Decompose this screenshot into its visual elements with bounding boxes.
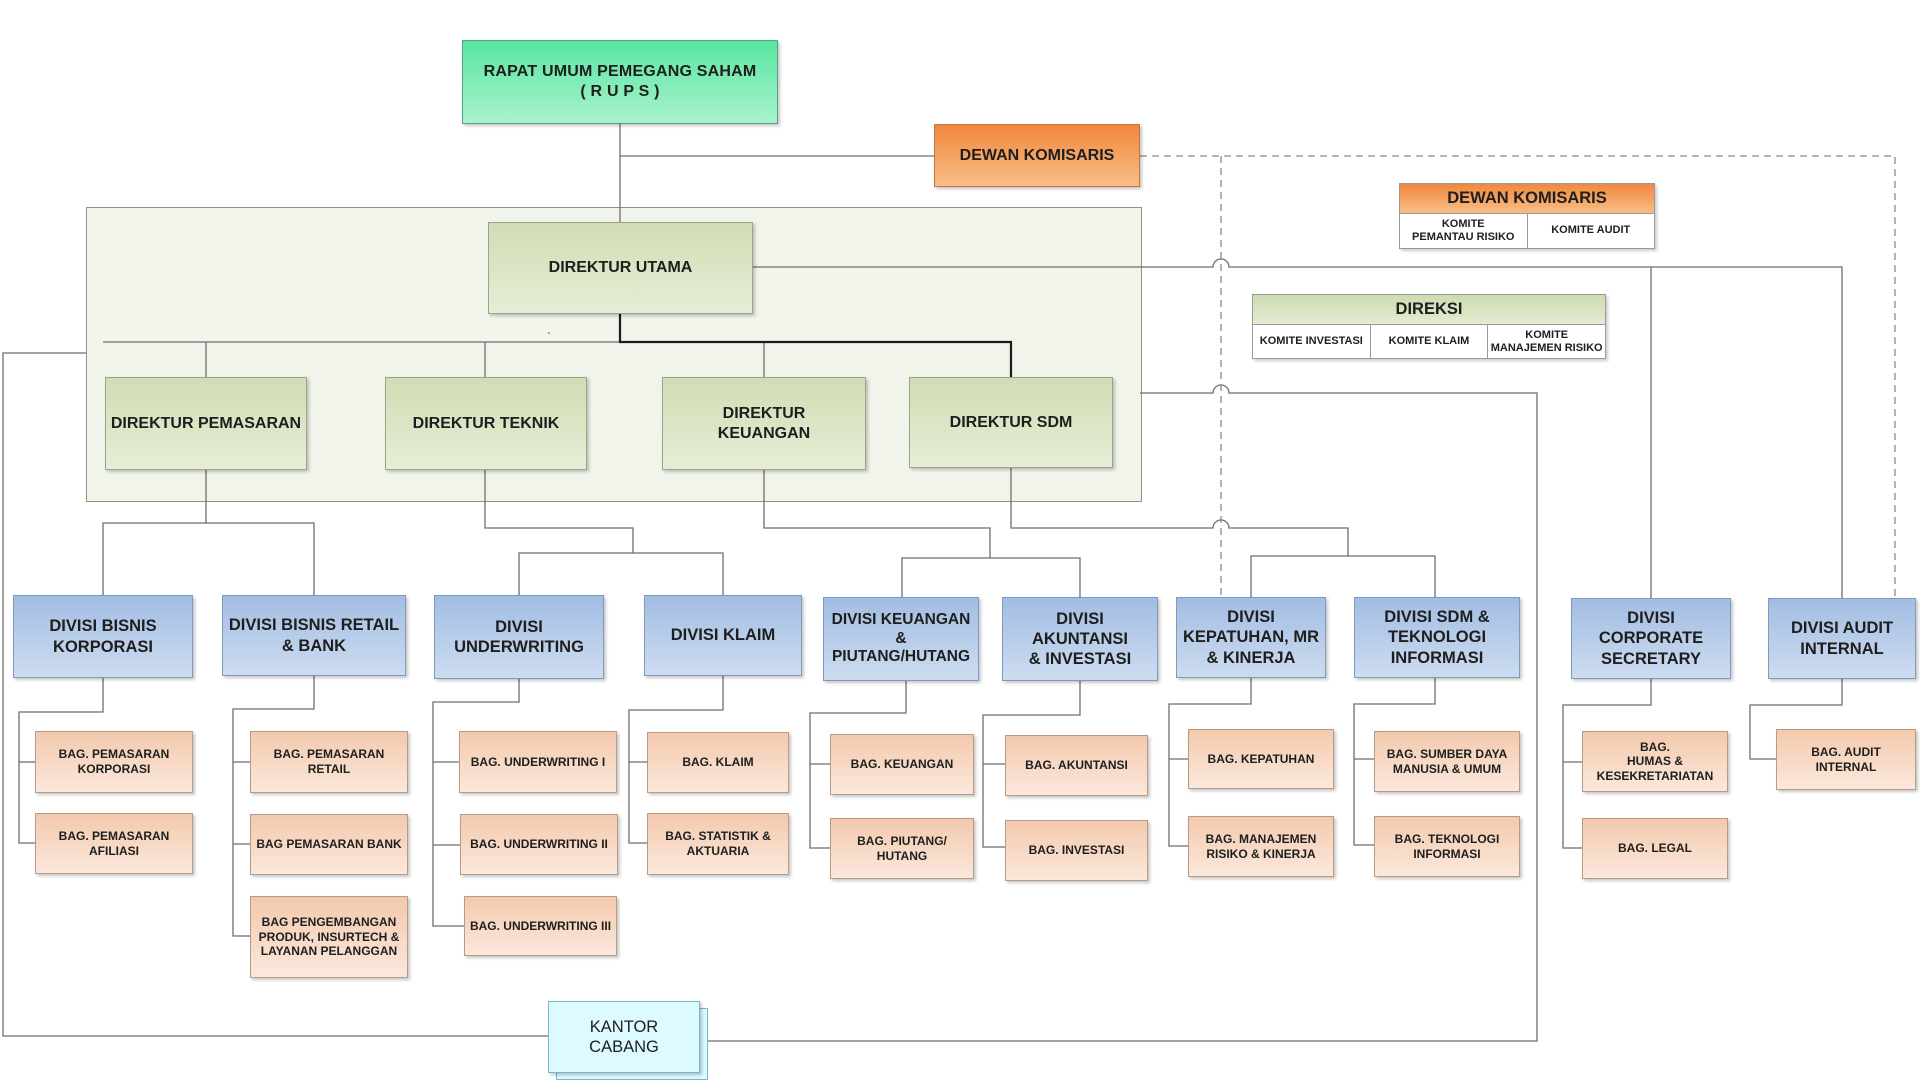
divisi-audit-internal-box: DIVISI AUDIT INTERNAL [1768,598,1916,679]
divisi-akuntansi-box: DIVISI AKUNTANSI & INVESTASI [1002,597,1158,681]
bag-pemasaran-afiliasi-box: BAG. PEMASARAN AFILIASI [35,813,193,874]
bag-kepatuhan-box: BAG. KEPATUHAN [1188,729,1334,789]
legend-direksi: DIREKSI KOMITE INVESTASI KOMITE KLAIM KO… [1252,294,1606,359]
bag-humas-box: BAG. HUMAS & KESEKRETARIATAN [1582,731,1728,792]
rups-box: RAPAT UMUM PEMEGANG SAHAM ( R U P S ) [462,40,778,124]
bag-audit-internal-box: BAG. AUDIT INTERNAL [1776,729,1916,790]
divisi-keuangan-box: DIVISI KEUANGAN & PIUTANG/HUTANG [823,597,979,681]
legend-komisaris-title: DEWAN KOMISARIS [1400,184,1654,214]
divisi-bisnis-retail-box: DIVISI BISNIS RETAIL & BANK [222,595,406,676]
bag-legal-box: BAG. LEGAL [1582,818,1728,879]
direktur-sdm-box: DIREKTUR SDM [909,377,1113,468]
direktur-teknik-box: DIREKTUR TEKNIK [385,377,587,470]
bag-pemasaran-bank-box: BAG PEMASARAN BANK [250,814,408,875]
bag-pemasaran-retail-box: BAG. PEMASARAN RETAIL [250,731,408,793]
bag-underwriting-1-box: BAG. UNDERWRITING I [459,731,617,793]
divisi-kepatuhan-box: DIVISI KEPATUHAN, MR & KINERJA [1176,597,1326,678]
direktur-utama-box: DIREKTUR UTAMA [488,222,753,314]
bag-manajemen-risiko-box: BAG. MANAJEMEN RISIKO & KINERJA [1188,816,1334,877]
bag-pengembangan-produk-box: BAG PENGEMBANGAN PRODUK, INSURTECH & LAY… [250,896,408,978]
legend-direksi-title: DIREKSI [1253,295,1605,325]
bag-akuntansi-box: BAG. AKUNTANSI [1005,735,1148,796]
bag-statistik-aktuaria-box: BAG. STATISTIK & AKTUARIA [647,813,789,875]
direktur-keuangan-box: DIREKTUR KEUANGAN [662,377,866,470]
bag-investasi-box: BAG. INVESTASI [1005,820,1148,881]
bag-keuangan-box: BAG. KEUANGAN [830,734,974,795]
bag-underwriting-2-box: BAG. UNDERWRITING II [460,814,618,875]
divisi-bisnis-korporasi-box: DIVISI BISNIS KORPORASI [13,595,193,678]
bag-piutang-hutang-box: BAG. PIUTANG/ HUTANG [830,818,974,879]
komite-audit: KOMITE AUDIT [1551,224,1631,237]
komite-manajemen-risiko: KOMITE MANAJEMEN RISIKO [1490,328,1603,354]
divisi-corporate-secretary-box: DIVISI CORPORATE SECRETARY [1571,598,1731,679]
direktur-pemasaran-box: DIREKTUR PEMASARAN [105,377,307,470]
dewan-komisaris-box: DEWAN KOMISARIS [934,124,1140,187]
legend-dewan-komisaris: DEWAN KOMISARIS KOMITE PEMANTAU RISIKO K… [1399,183,1655,249]
komite-klaim: KOMITE KLAIM [1371,325,1489,359]
bag-teknologi-informasi-box: BAG. TEKNOLOGI INFORMASI [1374,816,1520,877]
komite-pemantau-risiko: KOMITE PEMANTAU RISIKO [1400,214,1528,248]
divisi-sdm-ti-box: DIVISI SDM & TEKNOLOGI INFORMASI [1354,597,1520,678]
divisi-klaim-box: DIVISI KLAIM [644,595,802,676]
bag-pemasaran-korporasi-box: BAG. PEMASARAN KORPORASI [35,731,193,793]
divisi-underwriting-box: DIVISI UNDERWRITING [434,595,604,679]
bag-underwriting-3-box: BAG. UNDERWRITING III [464,896,617,956]
bag-klaim-box: BAG. KLAIM [647,732,789,793]
komite-investasi: KOMITE INVESTASI [1253,325,1371,359]
bag-sdm-umum-box: BAG. SUMBER DAYA MANUSIA & UMUM [1374,731,1520,792]
kantor-cabang-box: KANTOR CABANG [548,1001,700,1073]
stray-mark: ` [547,330,551,344]
